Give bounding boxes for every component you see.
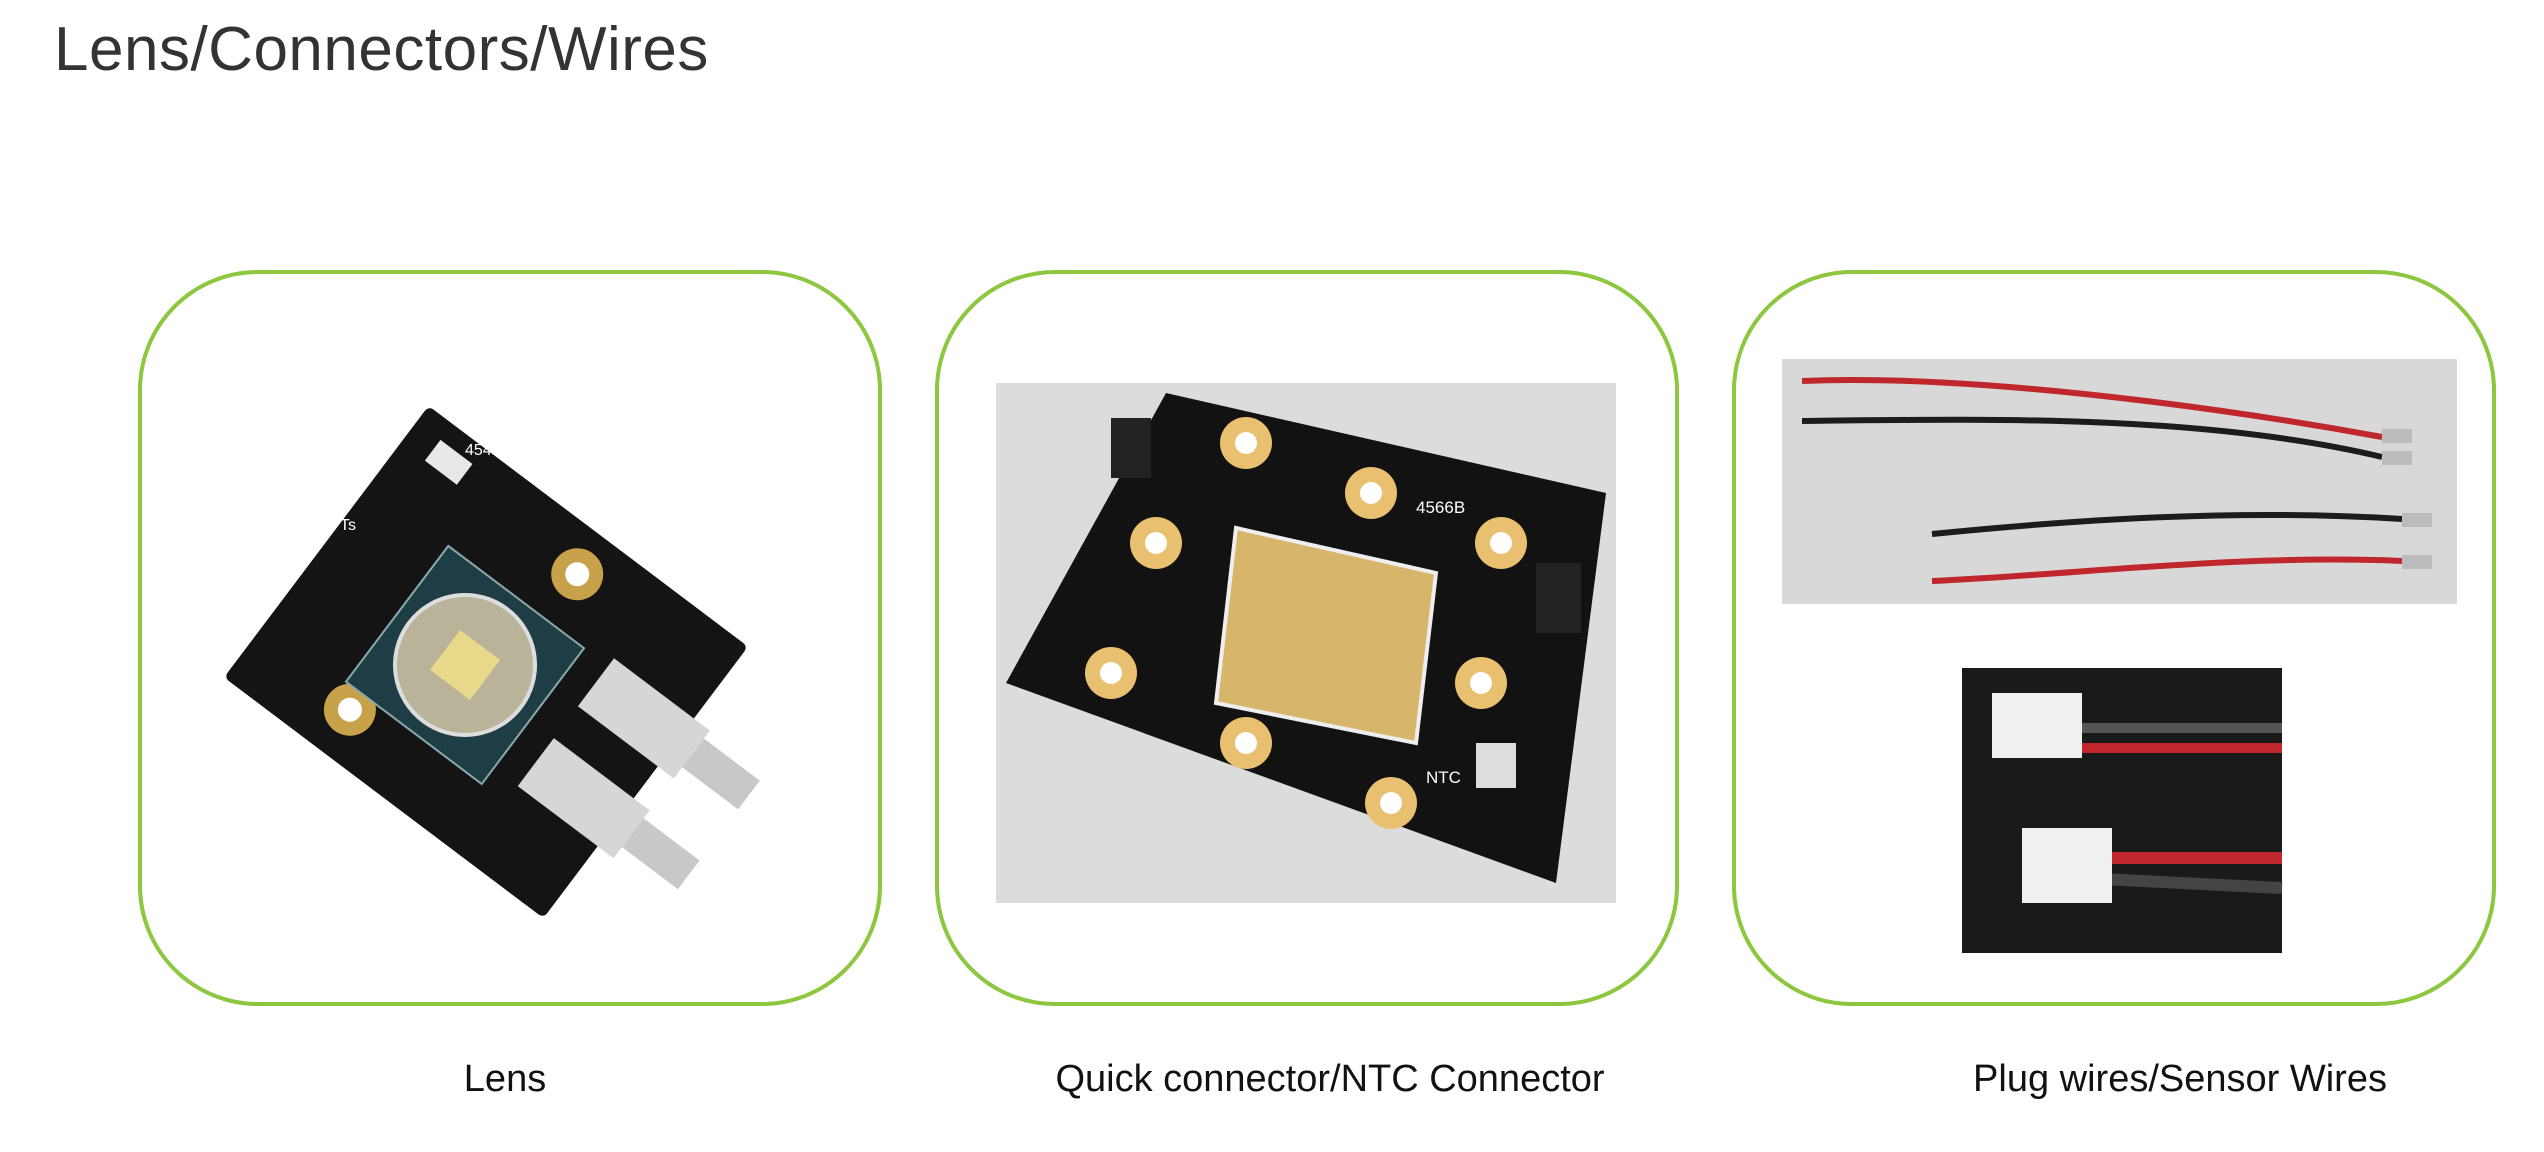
connector-board-code-label: 4566B [1416,498,1465,517]
led-board-with-connectors-photo: 4566B NTC [996,383,1616,903]
lens-board-ts-label: Ts [340,517,356,534]
lens-board-code-label: 4545D [465,442,512,459]
lens-caption: Lens [463,1058,547,1100]
page-title: Lens/Connectors/Wires [54,15,709,84]
wires-caption: Plug wires/Sensor Wires [1973,1058,2387,1100]
led-board-with-lens-photo: 4545D Ts [226,408,760,916]
connector-caption: Quick connector/NTC Connector [1055,1058,1605,1100]
wires-photo [1782,359,2457,604]
connector-board-ntc-label: NTC [1426,768,1461,787]
sensor-wires-photo [1962,668,2283,953]
